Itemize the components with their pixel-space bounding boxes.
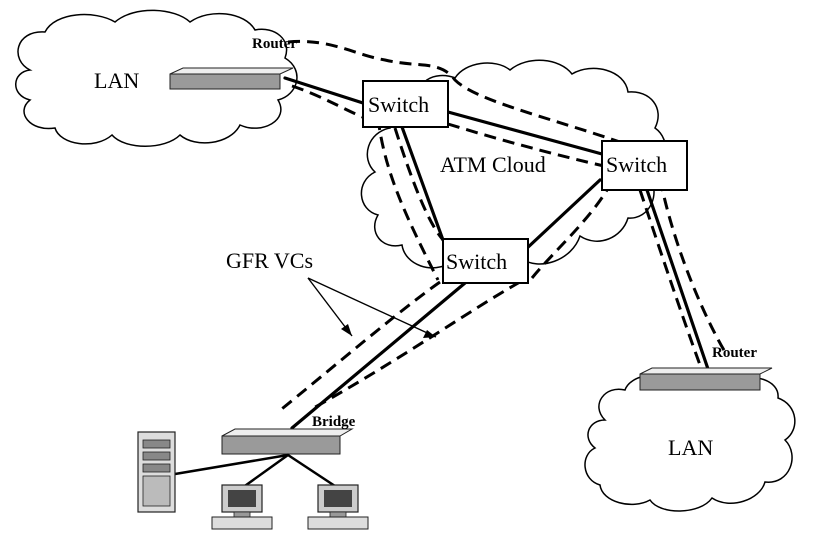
gfr-vc-path-switch-top-bottom-2: [393, 127, 447, 244]
switch-box-right: [601, 140, 688, 191]
gfr-vc-path-bridge-lower: [309, 280, 521, 412]
link-router-switch-top: [283, 76, 365, 105]
gfr-vc-path-switch-top-right: [447, 122, 605, 168]
switch-label-right: Switch: [606, 152, 667, 177]
router-label-right: Router: [712, 345, 757, 361]
switch-box-top: [362, 80, 449, 128]
gfr-vc-path-left-router: [291, 84, 366, 120]
lan-cloud-left: [15, 9, 298, 147]
lan-label-right: LAN: [668, 435, 713, 460]
workstation-icon: [307, 484, 369, 530]
switch-label-top: Switch: [368, 92, 429, 117]
gfr-vc-path-top: [287, 39, 621, 144]
link-switch-top-switch-right: [446, 110, 604, 156]
router-right-device: [639, 367, 773, 391]
atm-cloud-label: ATM Cloud: [440, 152, 546, 177]
switch-box-bottom: [442, 238, 529, 284]
bridge-label: Bridge: [312, 414, 356, 430]
switch-label-bottom: Switch: [446, 249, 507, 274]
link-switch-top-switch-bottom: [400, 125, 445, 242]
gfr-vcs-label: GFR VCs: [226, 248, 313, 273]
gfr-vc-path-bridge-upper: [277, 280, 441, 414]
server-icon: [137, 431, 176, 513]
router-top-device: [169, 67, 294, 90]
bridge-device: [221, 428, 354, 455]
gfr-vc-path-switch-top-bottom: [376, 117, 440, 281]
workstation-icon: [211, 484, 273, 530]
link-switch-bottom-switch-right: [523, 178, 602, 252]
gfr-vc-path-right-router-2: [638, 189, 702, 366]
bridge-host-links: [173, 453, 340, 490]
gfr-vcs-callout-arrows: [307, 277, 437, 338]
router-label-top: Router: [252, 36, 297, 52]
gfr-vc-path-switch-bottom-right: [530, 184, 612, 279]
lan-label-left: LAN: [94, 68, 139, 93]
link-switch-right-router: [645, 188, 710, 371]
